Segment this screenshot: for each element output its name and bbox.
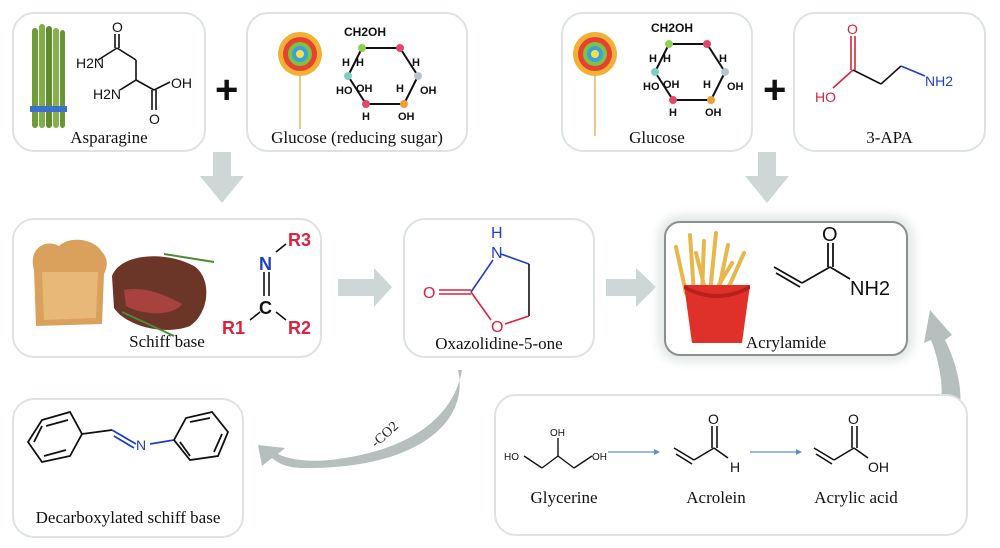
oxazolidine-atom-n: N [491,245,503,262]
apa-atom-o: O [847,21,858,37]
acrylic-acid-label: Acrylic acid [814,488,898,507]
schiff-base-label: Schiff base [129,332,205,351]
lollipop-icon [278,32,322,129]
svg-text:OH: OH [727,81,744,93]
schiff-atom-r2: R2 [288,318,311,338]
glucose-reducing-ch2oh: CH2OH [344,25,386,39]
oxazolidine-structure: H N O O [423,225,530,336]
schiff-atom-r1: R1 [222,318,245,338]
svg-text:H: H [719,53,727,65]
svg-text:OH: OH [398,111,415,123]
svg-text:H: H [396,83,404,95]
acrylamide-box: O NH2 Acrylamide [664,221,908,356]
asparagine-box: O H2N H2N OH O Asparagine [12,12,206,152]
decarboxylated-structure: N [26,410,230,464]
french-fries-icon [674,231,750,343]
glucose-reducing-illustration [278,32,322,129]
glycerine-atom-oh-top: OH [550,428,565,439]
glucose-label: Glucose [629,128,685,147]
acrylic-atom-o: O [848,411,859,427]
schiff-base-box: N C R1 R2 R3 Schiff base [12,218,322,358]
acrolein-label: Acrolein [686,488,746,507]
plus-sign-left: + [215,68,239,112]
arrow-decarboxylation: -CO2 [258,370,462,469]
svg-text:H: H [663,53,671,65]
apa-atom-ho: HO [815,89,836,105]
arrow-down-to-schiff [200,152,244,203]
svg-text:OH: OH [663,79,680,91]
oxazolidine-label: Oxazolidine-5-one [435,334,563,353]
acrolein-structure [673,426,729,465]
svg-text:H: H [649,53,657,65]
acrylamide-atom-o: O [822,224,838,246]
acrylic-atom-oh: OH [868,459,889,475]
toast-icon [32,239,107,326]
apa-box: O HO NH2 3-APA [793,12,986,152]
oxazolidine-atom-h: H [491,225,503,242]
glycerine-atom-oh-right: OH [592,452,607,463]
svg-text:H: H [342,57,350,69]
oxazolidine-atom-o-carbonyl: O [423,285,435,302]
asparagine-illustration [30,24,67,128]
glycerine-label: Glycerine [530,488,598,507]
asparagine-atom-h2n1: H2N [76,55,104,71]
apa-structure: O HO NH2 [815,21,953,105]
schiff-atom-r3: R3 [288,230,311,250]
svg-text:OH: OH [420,85,437,97]
plus-sign-right: + [763,68,787,112]
svg-text:HO: HO [643,81,660,93]
asparagine-atom-oh: OH [171,75,192,91]
schiff-base-illustration [32,239,215,337]
arrow-glycerine-to-acrolein [608,449,660,455]
asparagus-icon [30,24,67,128]
schiff-atom-n: N [259,254,272,274]
asparagine-label: Asparagine [70,128,148,147]
svg-text:OH: OH [705,107,722,119]
acrylamide-atom-nh2: NH2 [850,278,890,300]
acrolein-atom-o: O [708,411,719,427]
glycerine-atom-ho: HO [504,452,519,463]
glucose-reducing-label: Glucose (reducing sugar) [271,128,443,147]
schiff-base-structure: N C R1 R2 R3 [222,230,311,338]
decarboxylated-box: N Decarboxylated schiff base [12,398,244,538]
arrow-oxazolidine-to-acrylamide [606,268,656,307]
arrow-acrolein-to-acrylic [750,449,802,455]
asparagine-atom-o2: O [149,111,160,127]
svg-text:H: H [669,107,677,119]
svg-text:H: H [412,57,420,69]
arrow-schiff-to-oxazolidine [338,268,392,307]
oxazolidine-atom-o-ring: O [491,319,503,336]
acrylamide-illustration [674,231,750,343]
lollipop-icon [573,32,617,136]
glycerine-pathway-structures: OH HO OH O H O OH [504,411,889,475]
asparagine-atom-o1: O [112,19,123,35]
decarboxylated-atom-n: N [136,437,146,453]
svg-text:H: H [703,79,711,91]
asparagine-atom-h2n2: H2N [93,86,121,102]
apa-label: 3-APA [866,128,913,147]
arrow-down-to-acrylamide [745,152,789,203]
svg-text:H: H [362,111,370,123]
oxazolidine-box: H N O O Oxazolidine-5-one [403,218,595,358]
glycerine-structure [523,438,593,469]
svg-text:H: H [356,57,364,69]
acrylic-acid-structure [813,426,869,465]
glycerine-pathway-box: OH HO OH O H O OH Glycerine Acrolein Acr… [494,394,968,536]
acrolein-atom-h: H [730,459,740,475]
acrylamide-structure: O NH2 [773,224,890,300]
steak-icon [112,253,215,337]
svg-text:OH: OH [356,83,373,95]
apa-atom-nh2: NH2 [925,73,953,89]
glucose-illustration [573,32,617,136]
schiff-atom-c: C [259,298,272,318]
svg-text:HO: HO [336,85,353,97]
acrylamide-label: Acrylamide [745,333,827,352]
asparagine-structure: O H2N H2N OH O [76,19,192,127]
decarboxylated-label: Decarboxylated schiff base [35,508,221,527]
glucose-ch2oh: CH2OH [651,21,693,35]
